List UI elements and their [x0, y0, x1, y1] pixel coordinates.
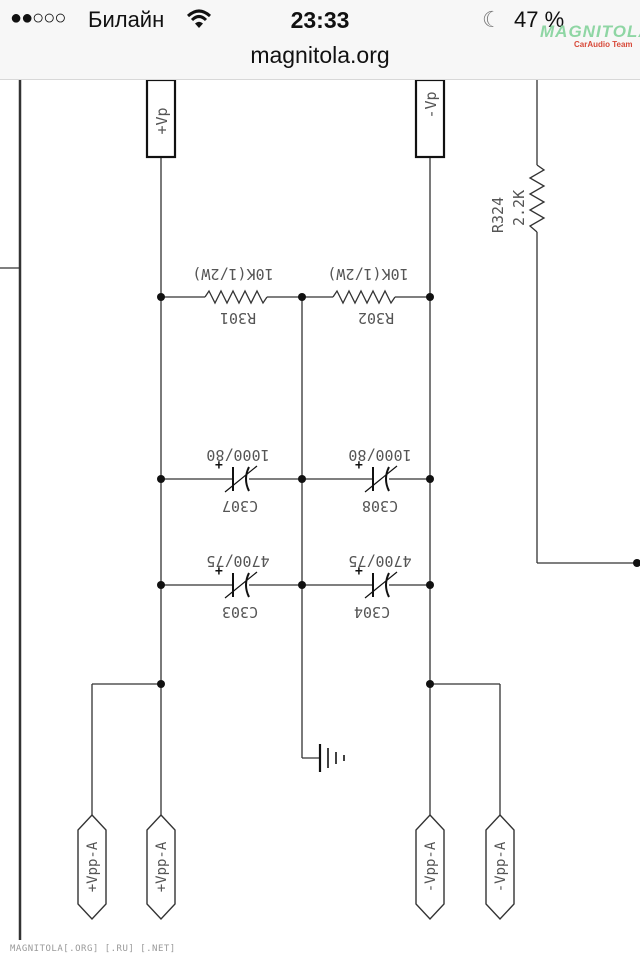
junction-dot [298, 475, 306, 483]
junction-dot [298, 581, 306, 589]
moon-icon: ☾ [482, 7, 502, 32]
polarity-mark: + [215, 564, 223, 579]
connector-vp-plus: +Vp [145, 80, 177, 159]
capacitor-c308-symbol [364, 465, 398, 493]
signal-strength: ●●○○○ [10, 7, 66, 29]
capacitor-c308-value: 1000/80 [348, 446, 411, 464]
polarity-mark: + [215, 458, 223, 473]
connector-vp-minus: -Vp [414, 80, 446, 159]
capacitor-c304-ref: C304 [354, 603, 390, 621]
clock: 23:33 [290, 7, 350, 33]
resistor-r302-value: 10K(1/2W) [327, 265, 408, 283]
junction-dot [157, 475, 165, 483]
capacitor-c307-ref: C307 [222, 497, 258, 515]
connector-vpp-a-plus [146, 813, 176, 921]
capacitor-c303-value: 4700/75 [206, 552, 269, 570]
connector-vpp-a-minus [415, 813, 445, 921]
connector-label: +Vpp-A [154, 841, 170, 892]
connector-label: -Vpp-A [493, 841, 509, 892]
watermark-logo: MAGNITOLA [540, 22, 640, 41]
junction-dot [426, 475, 434, 483]
resistor-r302-ref: R302 [358, 309, 394, 327]
carrier-name: Билайн [88, 7, 165, 32]
resistor-r324-ref: R324 [489, 197, 507, 233]
junction-dot [298, 293, 306, 301]
junction-dot [426, 680, 434, 688]
junction-dot [426, 581, 434, 589]
watermark-footer: MAGNITOLA[.ORG] [.RU] [.NET] [10, 944, 176, 954]
resistor-r324-value: 2.2K [510, 190, 528, 226]
junction-dots [157, 293, 640, 688]
wifi-icon [186, 8, 212, 35]
connector-vpp-a-minus [485, 813, 515, 921]
junction-dot [157, 293, 165, 301]
capacitor-symbols [224, 465, 398, 599]
connector-label: +Vpp-A [85, 841, 101, 892]
capacitor-c303-ref: C303 [222, 603, 258, 621]
circuit-schematic: + + + + +Vp -Vp [0, 80, 640, 940]
resistor-r301-ref: R301 [220, 309, 256, 327]
polarity-mark: + [355, 458, 363, 473]
resistor-r301-value: 10K(1/2W) [192, 265, 273, 283]
junction-dot [633, 559, 640, 567]
status-bar: ●●○○○ Билайн 23:33 ☾ 47 % MAGNITOLA CarA… [0, 0, 640, 80]
capacitor-c307-value: 1000/80 [206, 446, 269, 464]
connector-vpp-a-plus [77, 813, 107, 921]
watermark-tagline: CarAudio Team [574, 40, 633, 49]
connector-label: -Vp [422, 91, 440, 118]
junction-dot [157, 680, 165, 688]
battery-level: 47 % [514, 7, 565, 32]
connector-label: +Vp [153, 107, 171, 134]
ground-icon [318, 744, 345, 772]
capacitor-c304-symbol [364, 571, 398, 599]
page-url[interactable]: magnitola.org [250, 42, 390, 68]
capacitor-c303-symbol [224, 571, 258, 599]
capacitor-c308-ref: C308 [362, 497, 398, 515]
polarity-mark: + [355, 564, 363, 579]
capacitor-c304-value: 4700/75 [348, 552, 411, 570]
connector-label: -Vpp-A [423, 841, 439, 892]
junction-dot [426, 293, 434, 301]
wires [0, 80, 637, 940]
capacitor-c307-symbol [224, 465, 258, 493]
junction-dot [157, 581, 165, 589]
